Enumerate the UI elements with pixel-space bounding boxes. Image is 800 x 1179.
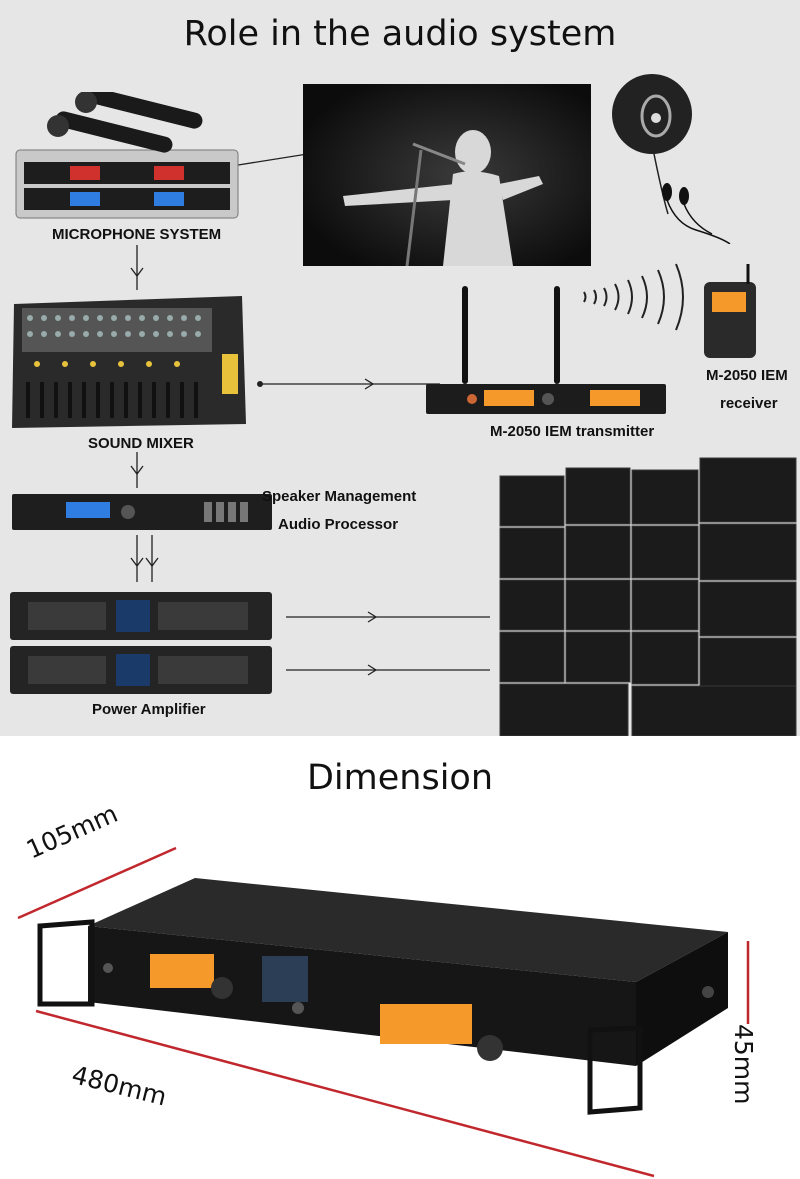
microphone-system-label: MICROPHONE SYSTEM [52, 226, 222, 243]
role-title: Role in the audio system [183, 14, 617, 54]
microphone-system-image [15, 92, 239, 219]
iem-transmitter-image [426, 286, 666, 414]
speaker-icon [496, 448, 800, 736]
dimension-title: Dimension [306, 758, 494, 798]
sound-mixer-label: SOUND MIXER [88, 435, 194, 452]
rack-unit-body [37, 878, 728, 1115]
iem-receiver-label-2: receiver [720, 395, 778, 412]
processor-label-2: Audio Processor [278, 516, 399, 533]
earphone-icon [612, 74, 731, 244]
sound-mixer-image [12, 296, 246, 428]
signal-waves-icon [583, 263, 684, 331]
iem-receiver-label-1: M-2050 IEM [706, 367, 788, 384]
microphone-icon [47, 92, 203, 153]
power-amplifier-label: Power Amplifier [92, 701, 206, 718]
power-amplifier-image [10, 592, 272, 694]
transmitter-dimension-drawing [17, 846, 750, 1178]
performer-photo [303, 84, 591, 266]
processor-label-1: Speaker Management [262, 488, 417, 505]
iem-receiver-image [704, 264, 756, 358]
antenna-icon [462, 286, 560, 384]
iem-transmitter-label: M-2050 IEM transmitter [490, 423, 655, 440]
audio-processor-image [12, 494, 272, 530]
height-dimension-label: 45mm [729, 1024, 758, 1105]
